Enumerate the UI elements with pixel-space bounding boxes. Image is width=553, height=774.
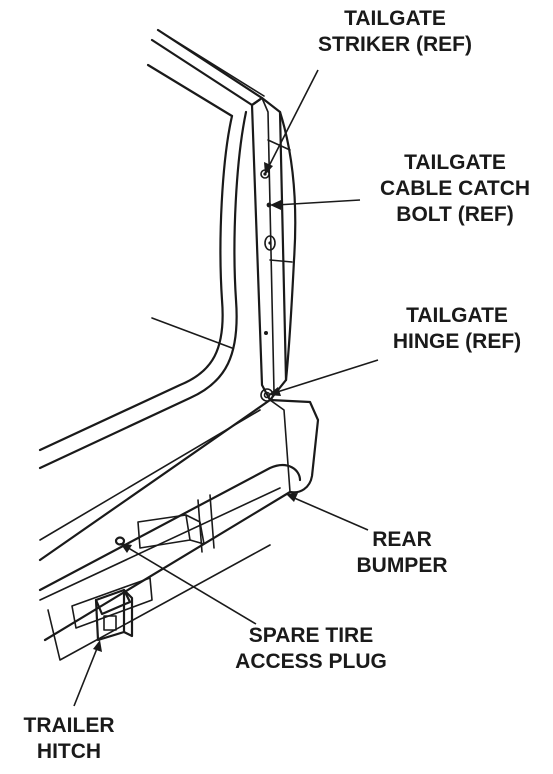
label-line: HINGE (REF) [392, 330, 522, 353]
bumper-step-recess [137, 514, 205, 549]
label-line: HITCH [36, 740, 102, 763]
label-line: TAILGATE [404, 151, 506, 174]
spare-tire-leader [120, 543, 257, 625]
rear-bumper-body [38, 398, 320, 661]
cable-catch-bolt [266, 202, 272, 208]
pillar-small-bolt [264, 331, 268, 335]
trailer-hitch-receiver [71, 577, 153, 642]
label-line: CABLE CATCH [379, 177, 531, 200]
label-line: STRIKER (REF) [318, 33, 472, 56]
bed-side-rail [146, 28, 265, 118]
bed-inner-wall [38, 110, 248, 470]
hinge-leader [268, 359, 379, 396]
label-spare-tire-access-plug: SPARE TIRE ACCESS PLUG [222, 623, 400, 675]
label-tailgate-cable-catch-bolt: TAILGATE CABLE CATCH BOLT (REF) [362, 150, 548, 228]
label-line: TAILGATE [406, 304, 508, 327]
rear-bumper-leader [286, 493, 369, 531]
striker-leader [264, 69, 319, 175]
spare-tire-plug [114, 536, 126, 546]
label-tailgate-striker: TAILGATE STRIKER (REF) [305, 6, 485, 58]
label-tailgate-hinge: TAILGATE HINGE (REF) [376, 303, 538, 355]
label-line: ACCESS PLUG [235, 650, 387, 673]
label-line: BUMPER [356, 554, 448, 577]
trailer-hitch-leader [73, 640, 102, 707]
rear-pillar [250, 96, 297, 402]
pillar-round-boss [264, 235, 276, 251]
label-trailer-hitch: TRAILER HITCH [8, 713, 130, 765]
label-line: REAR [372, 528, 432, 551]
cable-catch-leader [270, 199, 361, 210]
label-line: SPARE TIRE [248, 624, 374, 647]
label-line: TAILGATE [344, 7, 446, 30]
label-line: TRAILER [23, 714, 115, 737]
label-rear-bumper: REAR BUMPER [345, 527, 459, 579]
label-line: BOLT (REF) [396, 203, 514, 226]
